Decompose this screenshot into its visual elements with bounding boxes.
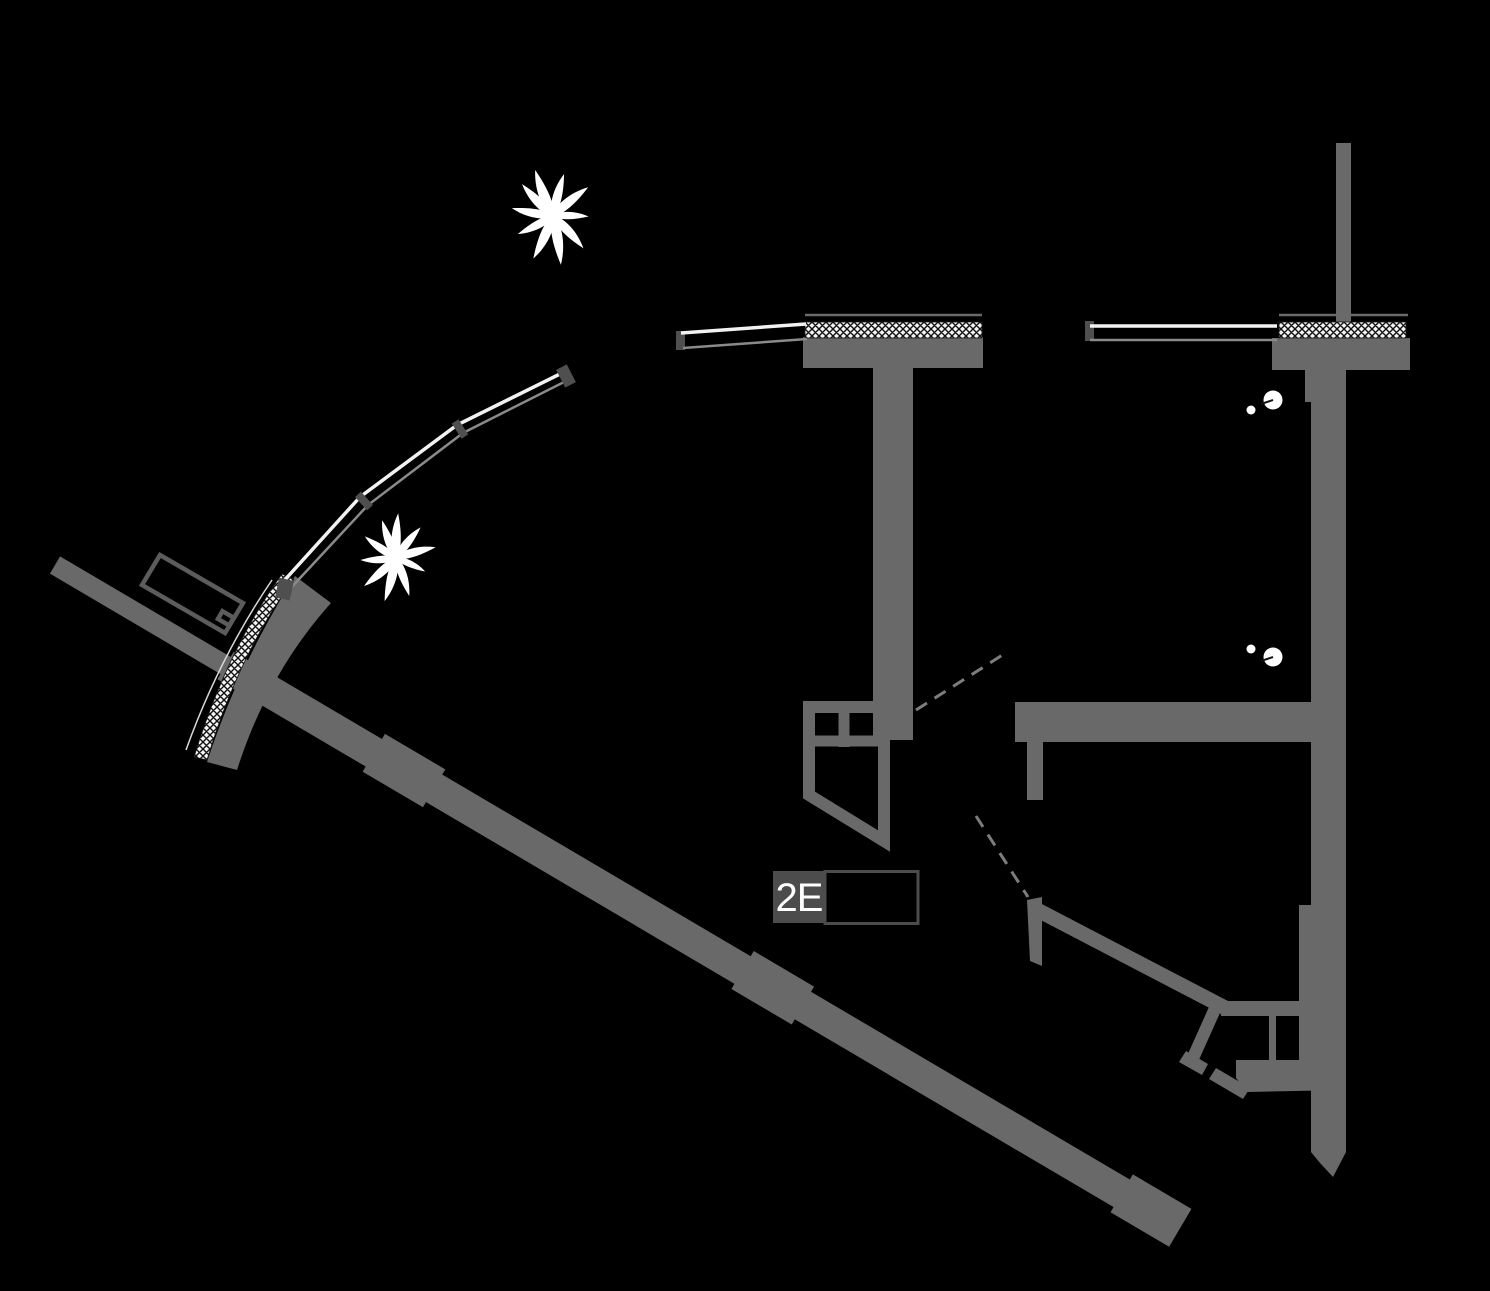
wall-middle-stem [873,366,913,740]
wall-cubicle-divider [1269,1016,1276,1062]
window-white-lines [680,322,1277,335]
unit-label: 2E [773,870,920,925]
light-fixture-small-icon [1246,644,1256,654]
furniture-rect-group [138,551,247,637]
window-gray-lines [682,337,1277,350]
curved-face-line [185,579,273,751]
insulation-hatch-right [1278,321,1407,339]
wall-thin-bar [49,556,246,683]
shaft-room-outline [803,701,890,852]
unit-label-text: 2E [776,876,823,920]
glazing-corner-block [275,577,294,601]
wall-column-block-1 [362,733,446,808]
glazing-arc-white-line [280,370,565,585]
wall-pentagon-lower-diagonal-a [1179,1051,1208,1075]
window-tilted-left-cap [676,331,685,350]
wall-long-main [217,651,1151,1220]
wall-column-block-end [1110,1174,1192,1247]
shaft-outline-path [803,701,890,852]
wall-curved-exterior [207,576,331,770]
wall-right-t-block [1272,338,1410,370]
wall-cubicle-top-band [1221,1001,1315,1016]
glazing-joint-2 [451,419,469,439]
wall-pentagon-left-diagonal [1187,998,1224,1062]
wall-long-diagonal-group [49,556,1192,1247]
fixtures-group [1246,390,1283,667]
wall-diagonal-to-junction [1033,903,1228,1014]
unit-label-extension-box [823,870,920,925]
face-lines-group [185,313,1408,751]
glazing-end-block [556,364,576,388]
window-right-left-cap [1085,321,1094,341]
furniture-rectangle [138,551,247,637]
dashed-door-lines [915,652,1030,898]
furniture-tab [214,608,237,629]
wall-middle-band [1015,702,1346,742]
dashed-line-lower [974,815,1030,898]
insulation-hatch-middle [804,321,983,339]
insulation-hatch-group [193,321,1407,761]
glazing-joints [275,321,1094,601]
glazing-group [275,321,1277,601]
unit-label-box [773,871,825,923]
glazing-arc-gray-line [287,378,569,592]
wall-right-vertical [1311,368,1346,1152]
wall-pentagon-lower-diagonal-b [1209,1068,1250,1099]
light-fixture-small-icon [1246,405,1256,415]
wall-top-vertical [1336,143,1351,323]
wall-right-vertical-tip [1311,1152,1346,1177]
glazing-joint-1 [355,491,373,511]
fixture-ticks [1260,399,1274,662]
wall-right-lip [1299,905,1313,1062]
wall-cubicle-bottom-band [1236,1060,1346,1092]
walls-group [49,143,1410,1247]
wall-column-block-2 [731,951,815,1025]
wall-middle-t-block [803,337,983,368]
insulation-hatch-curved [193,573,295,761]
dashed-line-upper [915,652,1005,712]
shaft-partition-path [813,703,878,747]
wall-band-drop [1027,742,1043,800]
